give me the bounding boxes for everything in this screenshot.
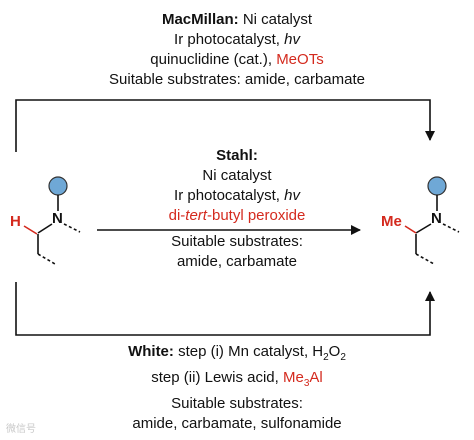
macmillan-conditions: MacMillan: Ni catalyst Ir photocatalyst,…: [40, 10, 434, 90]
macmillan-title: MacMillan:: [161, 11, 239, 28]
white-line-1: White: step (i) Mn catalyst, H2O2: [128, 343, 346, 363]
left-substituent-circle: [48, 176, 68, 196]
right-n-atom: N: [431, 210, 442, 227]
white-title: White:: [128, 343, 174, 360]
white-substrates-label: Suitable substrates:: [171, 395, 303, 412]
left-n-atom: N: [52, 210, 63, 227]
stahl-title: Stahl:: [216, 147, 258, 164]
stahl-conditions: Stahl: Ni catalyst Ir photocatalyst, hv …: [110, 146, 364, 272]
stahl-methylating-reagent: di-tert-butyl peroxide: [168, 207, 306, 224]
white-conditions: White: step (i) Mn catalyst, H2O2 step (…: [40, 342, 434, 434]
macmillan-line-3: quinuclidine (cat.), MeOTs: [150, 51, 324, 68]
white-substrates: amide, carbamate, sulfonamide: [132, 415, 342, 432]
white-line-2: step (ii) Lewis acid, Me3Al: [151, 369, 323, 389]
stahl-substrates-label: Suitable substrates:: [171, 233, 303, 250]
bottom-pathway-arrow: [15, 282, 435, 336]
left-h-atom: H: [10, 213, 21, 230]
stahl-substrates: amide, carbamate: [176, 253, 298, 270]
white-methylating-reagent: Me3Al: [282, 369, 323, 389]
watermark: 微信号: [6, 424, 36, 435]
left-molecule: [23, 176, 81, 265]
stahl-line-2: Ni catalyst: [202, 167, 272, 184]
right-me-group: Me: [381, 213, 402, 230]
top-pathway-arrow: [15, 99, 435, 152]
macmillan-line-2: Ir photocatalyst, hv: [174, 31, 300, 48]
macmillan-methylating-reagent: MeOTs: [276, 51, 324, 68]
right-molecule: [404, 176, 460, 265]
right-substituent-circle: [427, 176, 447, 196]
stahl-line-3: Ir photocatalyst, hv: [174, 187, 300, 204]
macmillan-line-1: MacMillan: Ni catalyst: [161, 11, 313, 28]
macmillan-substrates: Suitable substrates: amide, carbamate: [109, 71, 365, 88]
